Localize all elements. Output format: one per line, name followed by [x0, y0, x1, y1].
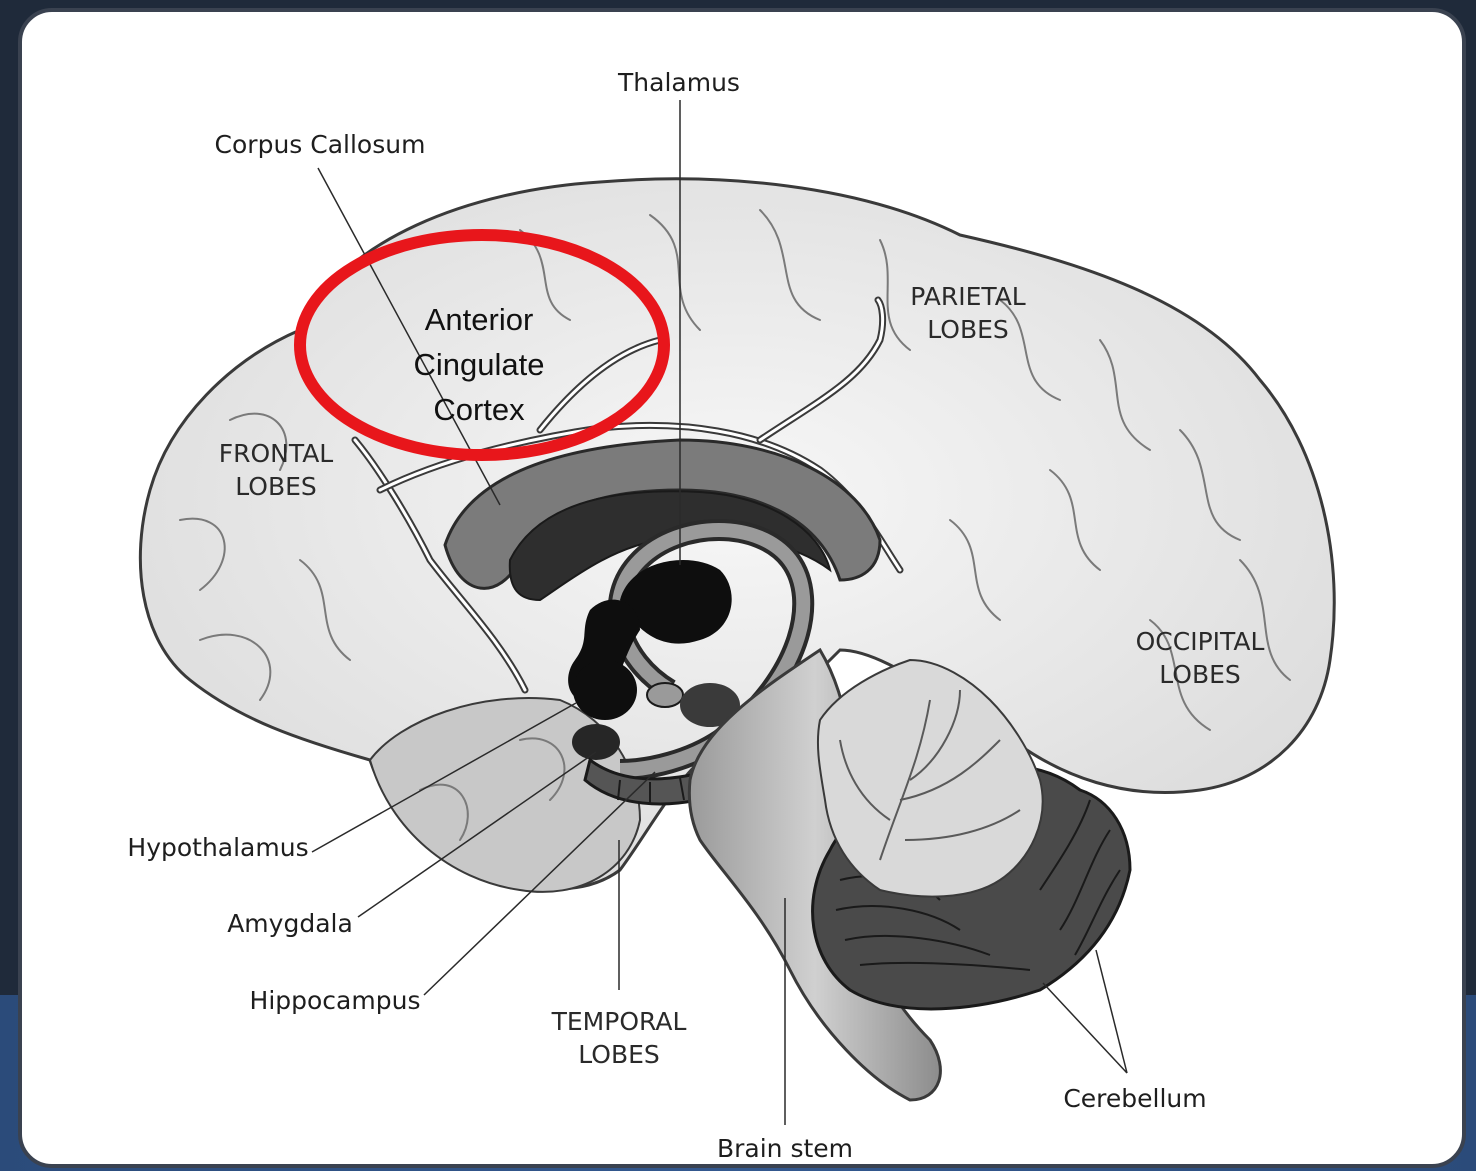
label-hippocampus: Hippocampus — [250, 986, 421, 1015]
label-parietal-line1: PARIETAL — [910, 282, 1026, 311]
label-amygdala: Amygdala — [227, 909, 353, 938]
label-occipital-line1: OCCIPITAL — [1136, 627, 1265, 656]
label-parietal-line2: LOBES — [927, 315, 1009, 344]
label-frontal-line2: LOBES — [235, 472, 317, 501]
amygdala-shape — [573, 660, 637, 720]
label-cerebellum: Cerebellum — [1063, 1084, 1206, 1113]
label-brain-stem: Brain stem — [717, 1134, 853, 1163]
highlight-label-line3: Cortex — [433, 392, 525, 427]
label-corpus-callosum: Corpus Callosum — [215, 130, 426, 159]
highlight-label-line1: Anterior — [425, 302, 534, 337]
label-hypothalamus: Hypothalamus — [127, 833, 308, 862]
label-occipital-line2: LOBES — [1159, 660, 1241, 689]
label-temporal-line1: TEMPORAL — [551, 1007, 687, 1036]
label-thalamus: Thalamus — [617, 68, 740, 97]
label-temporal-line2: LOBES — [578, 1040, 660, 1069]
highlight-label-line2: Cingulate — [414, 347, 545, 382]
label-frontal-line1: FRONTAL — [219, 439, 334, 468]
